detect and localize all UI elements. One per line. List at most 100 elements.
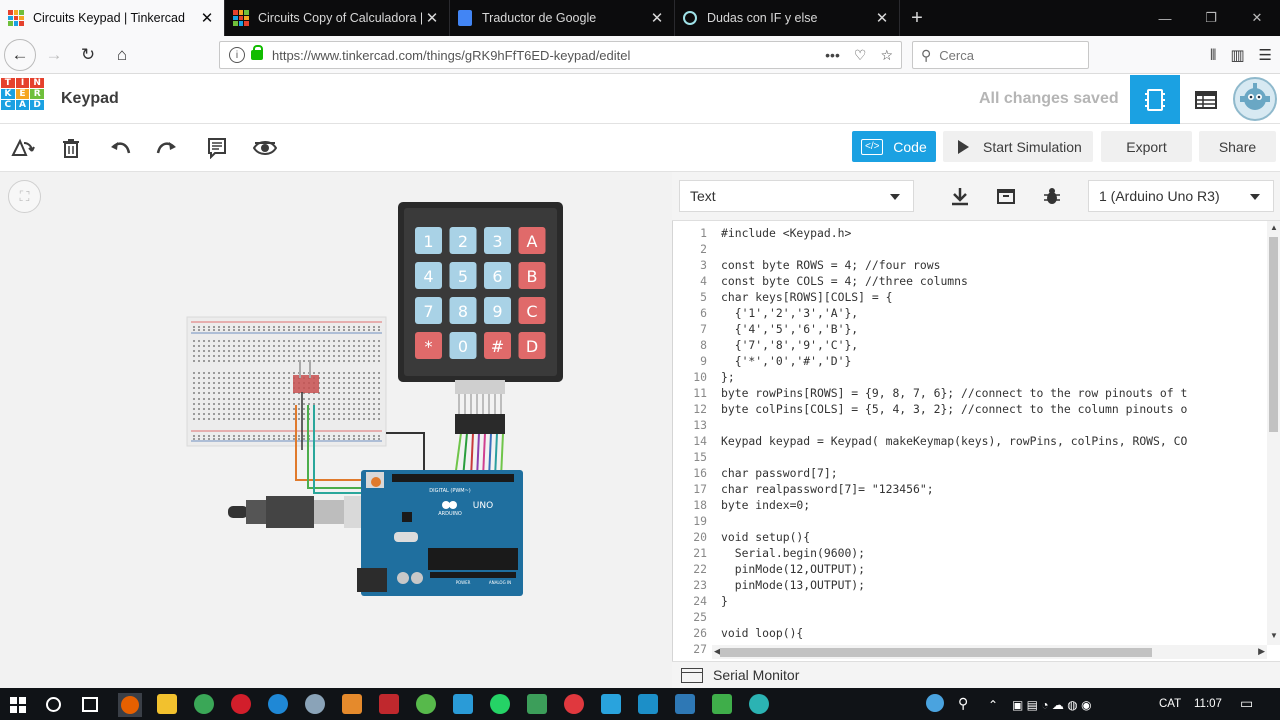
code-line[interactable]: 6 {'1','2','3','A'}, (673, 305, 1267, 321)
keypad-key[interactable] (518, 262, 546, 289)
fit-view-icon[interactable]: ⛶ (8, 180, 41, 213)
people-icon[interactable]: ⚲ (958, 695, 969, 711)
close-window-icon[interactable]: ✕ (1251, 10, 1263, 25)
undo-icon[interactable] (106, 134, 134, 162)
app-icon[interactable] (305, 694, 325, 714)
circuit-view-button[interactable] (1130, 75, 1180, 124)
app-icon[interactable] (601, 694, 621, 714)
app-icon[interactable] (712, 694, 732, 714)
close-tab-icon[interactable]: ✕ (425, 10, 439, 27)
menu-icon[interactable]: ☰ (1258, 47, 1272, 64)
keypad-key[interactable] (518, 227, 546, 254)
code-line[interactable]: 23 pinMode(13,OUTPUT); (673, 577, 1267, 593)
scrollbar-thumb[interactable] (720, 648, 1152, 657)
app-icon[interactable] (527, 694, 547, 714)
arduino-ide-icon[interactable] (749, 694, 769, 714)
app-icon[interactable] (638, 694, 658, 714)
keypad-key[interactable] (449, 297, 477, 324)
reload-button[interactable]: ↻ (80, 44, 96, 64)
led-component[interactable] (293, 360, 319, 450)
keypad-key[interactable] (484, 332, 511, 359)
code-button[interactable]: </> Code (852, 131, 936, 162)
task-view-icon[interactable] (82, 697, 98, 712)
chrome-icon[interactable] (194, 694, 214, 714)
trash-icon[interactable] (57, 134, 85, 162)
cortana-search-icon[interactable] (46, 697, 61, 712)
keypad-key[interactable] (518, 297, 546, 324)
browser-tab-translator[interactable]: Traductor de Google ✕ (450, 0, 675, 36)
help-icon[interactable] (926, 694, 944, 712)
user-avatar[interactable] (1233, 77, 1277, 121)
code-line[interactable]: 7 {'4','5','6','B'}, (673, 321, 1267, 337)
code-line[interactable]: 27 (673, 641, 1267, 657)
back-button[interactable]: ← (4, 38, 36, 71)
keypad-key[interactable] (415, 332, 442, 359)
keypad-key[interactable] (484, 227, 511, 254)
library-icon[interactable]: ⫴ (1210, 46, 1217, 64)
debugger-bug-icon[interactable] (1032, 180, 1072, 212)
start-simulation-button[interactable]: Start Simulation (943, 131, 1093, 162)
tinkercad-logo[interactable]: T I N K E R C A D (1, 78, 44, 121)
scroll-up-icon[interactable]: ▲ (1270, 223, 1278, 232)
keypad-key[interactable] (518, 332, 546, 359)
close-tab-icon[interactable]: ✕ (875, 10, 889, 27)
app-icon[interactable] (416, 694, 436, 714)
breadboard[interactable] (186, 316, 387, 447)
tray-icons[interactable]: ▣ ▤ ◔ ☁ ◍ ◉ (1012, 698, 1092, 712)
code-line[interactable]: 24} (673, 593, 1267, 609)
code-mode-select[interactable]: Text (679, 180, 914, 212)
code-line[interactable]: 21 Serial.begin(9600); (673, 545, 1267, 561)
scroll-left-icon[interactable]: ◀ (714, 646, 721, 656)
horizontal-scrollbar[interactable]: ◀ ▶ (712, 645, 1267, 659)
app-icon[interactable] (675, 694, 695, 714)
download-icon[interactable] (940, 180, 980, 212)
usb-cable[interactable] (228, 496, 384, 528)
redo-icon[interactable] (153, 134, 181, 162)
edge-icon[interactable] (268, 694, 288, 714)
browser-tab-calculadora[interactable]: Circuits Copy of Calculadora | Tinkercad… (225, 0, 450, 36)
keypad-key[interactable] (449, 332, 477, 359)
export-button[interactable]: Export (1101, 131, 1192, 162)
chevron-up-icon[interactable]: ⌃ (988, 698, 999, 712)
browser-tab-tinkercad-keypad[interactable]: Circuits Keypad | Tinkercad ✕ (0, 0, 225, 36)
serial-monitor-bar[interactable]: Serial Monitor (672, 661, 1280, 688)
page-actions-icon[interactable]: ••• (825, 46, 840, 63)
windows-start-icon[interactable] (10, 697, 26, 713)
keypad-key[interactable] (449, 262, 477, 289)
component-list-button[interactable] (1181, 75, 1231, 124)
new-tab-button[interactable]: + (911, 6, 923, 29)
browser-tab-dudas[interactable]: Dudas con IF y else ✕ (675, 0, 900, 36)
app-icon[interactable] (564, 694, 584, 714)
keypad-key[interactable] (449, 227, 477, 254)
address-bar[interactable]: i https://www.tinkercad.com/things/gRK9h… (219, 41, 902, 69)
library-box-icon[interactable] (986, 180, 1026, 212)
forward-button[interactable]: → (45, 44, 63, 64)
code-line[interactable]: 25 (673, 609, 1267, 625)
keypad-key[interactable] (415, 227, 442, 254)
board-select[interactable]: 1 (Arduino Uno R3) (1088, 180, 1274, 212)
minimize-icon[interactable]: — (1158, 10, 1172, 26)
keypad-key[interactable] (484, 297, 511, 324)
home-button[interactable]: ⌂ (116, 44, 128, 64)
rotate-tool-icon[interactable] (9, 134, 37, 162)
url-text[interactable]: https://www.tinkercad.com/things/gRK9hFf… (272, 47, 631, 63)
code-line[interactable]: 13 (673, 417, 1267, 433)
project-title[interactable]: Keypad (61, 90, 119, 107)
opera-icon[interactable] (231, 694, 251, 714)
keypad-key[interactable] (415, 297, 442, 324)
input-language[interactable]: CAT (1159, 698, 1182, 710)
code-line[interactable]: 1#include <Keypad.h> (673, 225, 1267, 241)
bookmark-star-icon[interactable]: ☆ (880, 46, 893, 63)
code-line[interactable]: 2 (673, 241, 1267, 257)
notifications-icon[interactable]: ▭ (1240, 695, 1254, 711)
scrollbar-thumb[interactable] (1269, 237, 1278, 432)
close-tab-icon[interactable]: ✕ (650, 10, 664, 27)
